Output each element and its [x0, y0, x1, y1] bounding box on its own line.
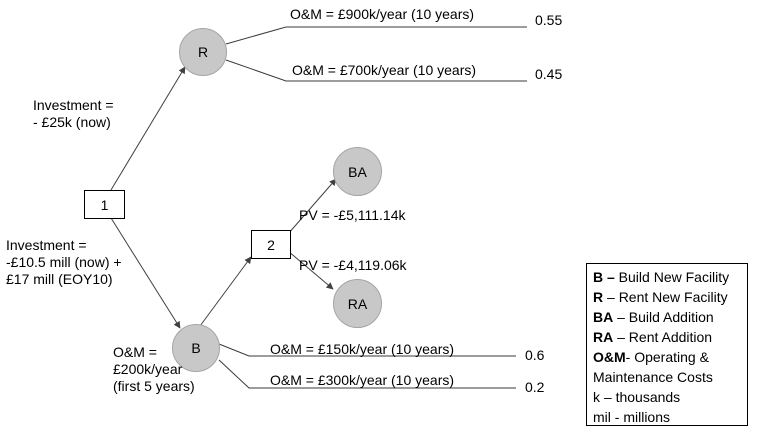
legend-box: B – Build New Facility R – Rent New Faci…: [586, 263, 748, 426]
edge-1-to-b: [110, 217, 181, 329]
edge-2-to-ba: [287, 178, 337, 235]
legend-item: k – thousands: [593, 389, 681, 405]
legend-item: B – Build New Facility: [593, 269, 730, 285]
build-low-om-label: O&M = £150k/year (10 years): [270, 341, 455, 357]
probability-rent-low: 0.45: [535, 66, 563, 82]
branch-rent-high: [225, 26, 527, 45]
decision-node-2-label: 2: [267, 236, 275, 253]
chance-node-build-label: B: [191, 340, 201, 356]
probability-rent-high: 0.55: [535, 12, 563, 28]
branch-build-low: [218, 343, 516, 357]
pv-build-addition-label: PV = -£5,111.14k: [299, 207, 406, 223]
branch-rent-low: [225, 59, 527, 82]
outcome-node-build-addition: BA: [333, 147, 382, 196]
probability-build-low: 0.6: [525, 347, 545, 363]
edge-b-to-2: [199, 256, 252, 327]
probability-build-high: 0.2: [525, 379, 545, 395]
build-om-label: O&M = £200k/year (first 5 years): [113, 344, 195, 394]
outcome-node-build-addition-label: BA: [348, 163, 367, 180]
legend-item: RA – Rent Addition: [593, 329, 713, 345]
build-high-om-label: O&M = £300k/year (10 years): [270, 372, 455, 388]
legend-item: mil - millions: [593, 409, 670, 425]
legend-item: O&M- Operating &: [593, 349, 709, 365]
outcome-node-rent-addition-label: RA: [347, 295, 368, 312]
rent-investment-label: Investment = - £25k (now): [33, 97, 114, 130]
chance-node-rent: R: [179, 28, 227, 76]
legend-item: R – Rent New Facility: [593, 289, 728, 305]
chance-node-build: B: [172, 324, 220, 372]
rent-low-om-label: O&M = £700k/year (10 years): [292, 62, 477, 78]
outcome-node-rent-addition: RA: [333, 279, 382, 328]
decision-node-1: 1: [84, 190, 125, 219]
build-investment-label: Investment = -£10.5 mill (now) + £17 mil…: [6, 237, 122, 287]
decision-node-2: 2: [251, 230, 291, 259]
legend-item: Maintenance Costs: [593, 369, 713, 385]
rent-high-om-label: O&M = £900k/year (10 years): [290, 6, 475, 22]
edge-1-to-r: [110, 66, 186, 191]
pv-rent-addition-label: PV = -£4,119.06k: [299, 257, 407, 273]
branch-build-high: [218, 359, 516, 389]
edge-2-to-ra: [287, 250, 334, 290]
legend-item: BA – Build Addition: [593, 309, 714, 325]
decision-node-1-label: 1: [100, 196, 109, 213]
chance-node-rent-label: R: [197, 44, 209, 60]
